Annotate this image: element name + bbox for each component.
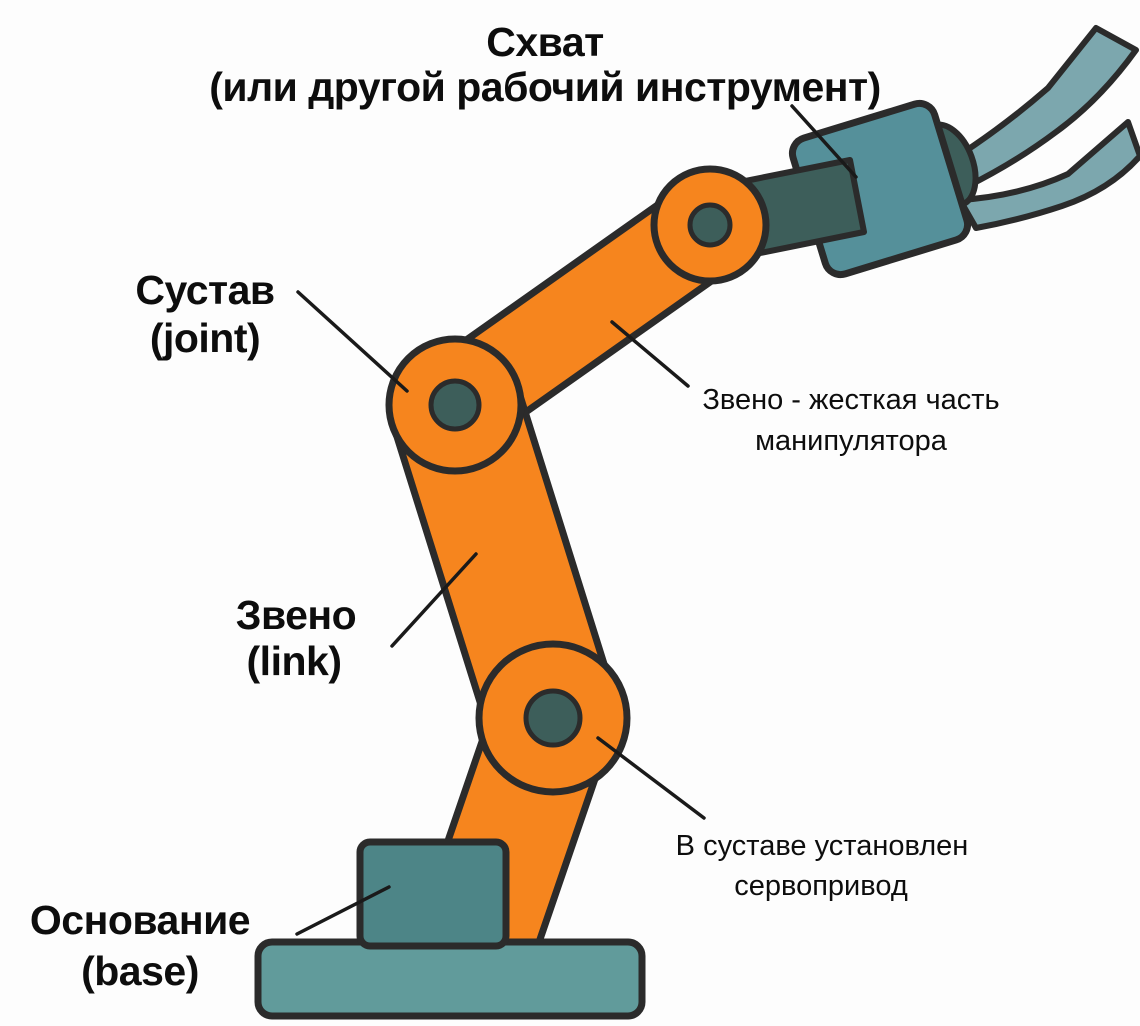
label-link-line2: (link)	[247, 638, 342, 684]
leader-line-link	[390, 552, 478, 648]
leader-line-servo	[596, 736, 706, 820]
gripper-claw-lower-icon	[957, 119, 1140, 231]
lower-joint-hub	[523, 688, 583, 748]
label-joint-line2: (joint)	[150, 315, 260, 361]
label-base-line1: Основание	[30, 897, 250, 943]
label-base-line2: (base)	[81, 948, 199, 994]
middle-joint-hub	[428, 378, 482, 432]
leader-line-gripper	[790, 104, 858, 179]
label-link-line1: Звено	[236, 592, 356, 638]
leader-line-base	[295, 885, 391, 936]
leader-line-link-description	[610, 320, 690, 388]
label-link-description-line1: Звено - жесткая часть	[702, 384, 999, 416]
title-line2: (или другой рабочий инструмент)	[209, 64, 881, 110]
title-line1: Схват	[486, 19, 603, 65]
label-servo-line2: сервопривод	[734, 870, 908, 902]
base-plate	[254, 938, 646, 1020]
gripper-claw-upper-icon	[941, 25, 1139, 189]
label-servo-line1: В суставе установлен	[676, 830, 969, 862]
label-link-description-line2: манипулятора	[755, 425, 948, 457]
leader-line-joint	[296, 290, 409, 393]
base-box	[356, 838, 510, 950]
label-joint-line1: Сустав	[135, 267, 274, 313]
upper-joint-hub	[687, 202, 733, 248]
